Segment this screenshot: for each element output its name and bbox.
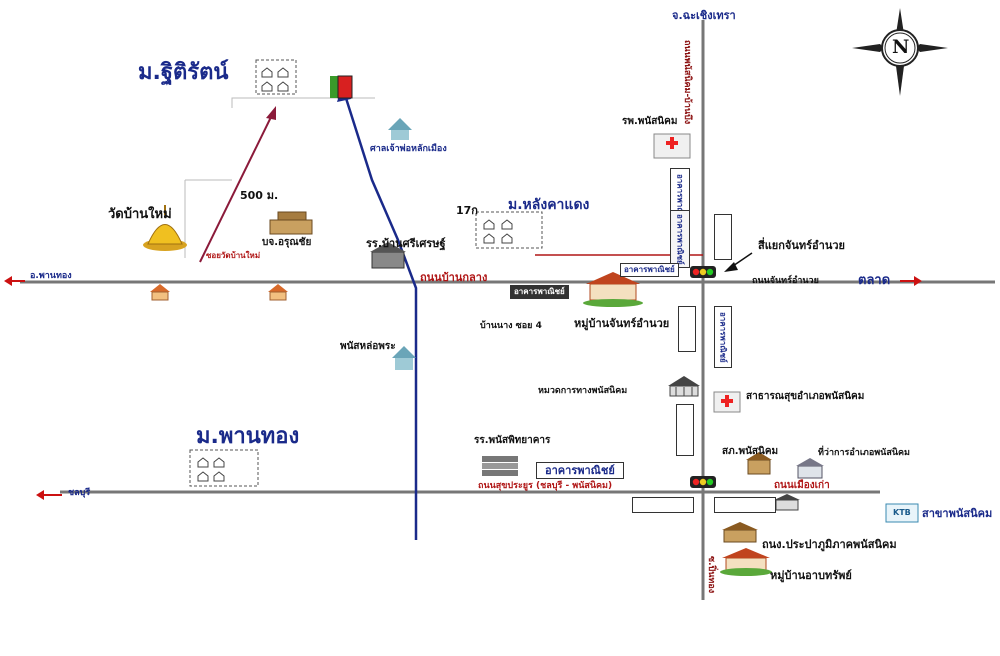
commercial-tag-2: อาคารพาณิชย์: [510, 285, 569, 299]
village-box-langkhakaeng: [475, 211, 543, 249]
building-commercial-mid: อาคารพาณิชย์: [670, 210, 690, 268]
direction-north: จ.ฉะเชิงเทรา: [672, 9, 736, 22]
commercial-tag-1: อาคารพาณิชย์: [620, 263, 679, 277]
label-road-sukhumvit: ถนนสุขประยูร (ชลบุรี - พนัสนิคม): [478, 481, 613, 491]
shrine-icon: [388, 118, 412, 140]
temple-icon: [143, 205, 187, 251]
route-arrow-red-icon: [266, 106, 276, 120]
house-icon: [150, 284, 170, 301]
label-soi-17: 17ก: [456, 204, 478, 217]
village-panthong: ม.พานทอง: [196, 424, 300, 449]
label-traffic-light: สี่แยกจันทร์อำนวย: [758, 239, 845, 252]
label-bc-oruchai: บจ.อรุณชัย: [262, 237, 312, 248]
shrine-icon: [392, 346, 416, 370]
west-arrow-bottom-icon: [36, 490, 44, 500]
traffic-light-bottom-icon: [690, 476, 716, 488]
direction-west-top: อ.พานทอง: [30, 271, 72, 281]
factory-icon: [269, 211, 313, 235]
village-icon: [720, 548, 772, 576]
government-building-icon: [668, 376, 700, 397]
distance-label: 500 ม.: [240, 189, 279, 202]
label-wat-ban-mai: วัดบ้านใหม่: [108, 207, 172, 222]
label-school-middle: รร.บ้านศรีเศรษฐ์: [366, 237, 446, 250]
district-office-icon: [796, 458, 824, 479]
commercial-building-bottom: อาคารพาณิชย์: [536, 462, 624, 479]
direction-east: ตลาด: [858, 273, 891, 288]
building-block: [714, 214, 732, 260]
building-commercial-right: อาคารพาณิชย์: [714, 306, 732, 368]
label-village-bottom: หมู่บ้านอาบทรัพย์: [770, 569, 852, 582]
label-police: สภ.พนัสนิคม: [722, 446, 779, 457]
west-arrow-top-icon: [4, 276, 12, 286]
label-shrine-top: ศาลเจ้าพ่อหลักเมือง: [370, 144, 447, 154]
ktb-bank-icon: [885, 503, 919, 523]
building-block: [676, 404, 694, 456]
village-langkhakaeng: ม.หลังคาแดง: [508, 197, 590, 213]
east-arrow-icon: [914, 276, 922, 286]
building-block: [678, 306, 696, 352]
traffic-light-top-icon: [690, 266, 716, 278]
village-box-panthong: [189, 449, 259, 487]
label-shrine-bottom: พนัสหล่อพระ: [340, 341, 396, 352]
school-icon: [482, 456, 518, 476]
label-soi-vertical-bottom: ซ.ปิ่นทอง: [706, 556, 716, 594]
direction-west-bottom: ชลบุรี: [68, 488, 91, 498]
label-village-chan: หมู่บ้านจันทร์อำนวย: [574, 317, 670, 330]
label-hospital: รพ.พนัสนิคม: [622, 116, 678, 127]
health-center-icon: [713, 391, 741, 413]
label-road-chan-amnuai: ถนนจันทร์อำนวย: [752, 276, 819, 286]
bank-building-icon: [774, 494, 800, 511]
label-district-office: ที่ว่าการอำเภอพนัสนิคม: [818, 448, 910, 458]
label-land-office: หมวดการทางพนัสนิคม: [538, 386, 628, 396]
label-ban-nang-soi: บ้านนาง ซอย 4: [480, 321, 542, 331]
label-bank: สาขาพนัสนิคม: [922, 507, 993, 520]
building-block: [714, 497, 776, 513]
destination-marker-icon: [330, 76, 338, 98]
village-icon: [583, 272, 643, 307]
police-station-icon: [746, 452, 772, 475]
label-soi-wat-ban-mai: ซอยวัดบ้านใหม่: [206, 251, 261, 260]
house-icon: [268, 284, 288, 301]
label-road-ban-klang: ถนนบ้านกลาง: [420, 271, 488, 284]
compass-icon: [852, 8, 948, 96]
label-road-vertical: ถนนพนัสนิคม-บ้านบึง: [682, 40, 692, 125]
hospital-icon: [653, 133, 691, 159]
label-water-authority: ถนง.ประปาภูมิภาคพนัสนิคม: [762, 538, 897, 551]
water-authority-icon: [722, 522, 758, 543]
village-thitirat: ม.ฐิติรัตน์: [138, 60, 229, 85]
label-public-health: สาธารณสุขอำเภอพนัสนิคม: [746, 391, 865, 402]
building-block: [632, 497, 694, 513]
label-road-old-city: ถนนเมืองเก่า: [774, 480, 830, 491]
label-school-bottom: รร.พนัสพิทยาคาร: [474, 435, 551, 446]
ktb-bank-logo: KTB: [893, 508, 911, 517]
compass-letter: N: [892, 36, 910, 58]
school-icon: [370, 242, 406, 269]
